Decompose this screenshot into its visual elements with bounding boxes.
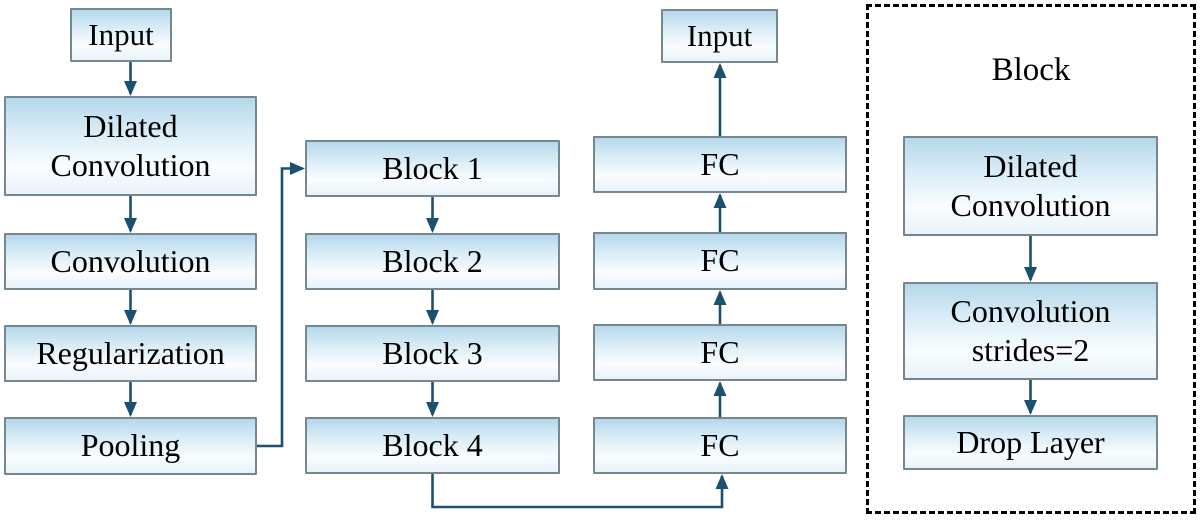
node-detail-convolution-strides: Convolution strides=2	[903, 282, 1158, 380]
node-fc-2: FC	[593, 232, 847, 290]
node-input-output-column: Input	[661, 9, 778, 63]
node-block-1: Block 1	[305, 140, 560, 197]
node-fc-3: FC	[593, 324, 847, 381]
node-regularization: Regularization	[4, 325, 257, 382]
node-pooling: Pooling	[4, 417, 257, 475]
node-detail-dilated-convolution: Dilated Convolution	[903, 136, 1158, 236]
node-block-2: Block 2	[305, 233, 560, 290]
block-detail-panel	[866, 4, 1196, 514]
node-block-4: Block 4	[305, 417, 560, 474]
connector-block4-to-fc4	[431, 474, 729, 509]
node-convolution: Convolution	[4, 233, 257, 290]
block-detail-title: Block	[991, 52, 1071, 88]
node-detail-drop-layer: Drop Layer	[903, 415, 1158, 470]
node-dilated-convolution: Dilated Convolution	[4, 96, 257, 196]
connector-pooling-to-block1	[257, 162, 305, 448]
node-block-3: Block 3	[305, 325, 560, 382]
node-input-main: Input	[70, 8, 172, 62]
node-fc-4: FC	[593, 417, 847, 474]
node-fc-1: FC	[593, 136, 847, 193]
